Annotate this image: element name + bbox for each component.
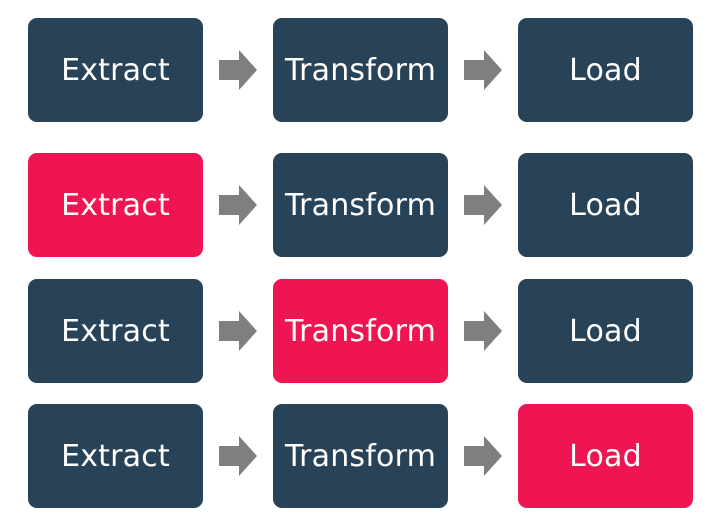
transform-step: Transform (273, 404, 448, 508)
right-arrow-icon (219, 311, 257, 351)
load-step: Load (518, 279, 693, 383)
load-step: Load (518, 153, 693, 257)
right-arrow-icon (464, 436, 502, 476)
extract-step: Extract (28, 18, 203, 122)
extract-step: Extract (28, 404, 203, 508)
load-step: Load (518, 18, 693, 122)
right-arrow-icon (219, 436, 257, 476)
right-arrow-icon (464, 185, 502, 225)
right-arrow-icon (464, 50, 502, 90)
transform-step: Transform (273, 153, 448, 257)
extract-step: Extract (28, 279, 203, 383)
load-step: Load (518, 404, 693, 508)
extract-step: Extract (28, 153, 203, 257)
right-arrow-icon (464, 311, 502, 351)
right-arrow-icon (219, 185, 257, 225)
pipeline-row-3: Extract Transform Load (0, 279, 722, 383)
right-arrow-icon (219, 50, 257, 90)
transform-step: Transform (273, 18, 448, 122)
pipeline-row-1: Extract Transform Load (0, 18, 722, 122)
transform-step: Transform (273, 279, 448, 383)
pipeline-row-2: Extract Transform Load (0, 153, 722, 257)
pipeline-row-4: Extract Transform Load (0, 404, 722, 508)
